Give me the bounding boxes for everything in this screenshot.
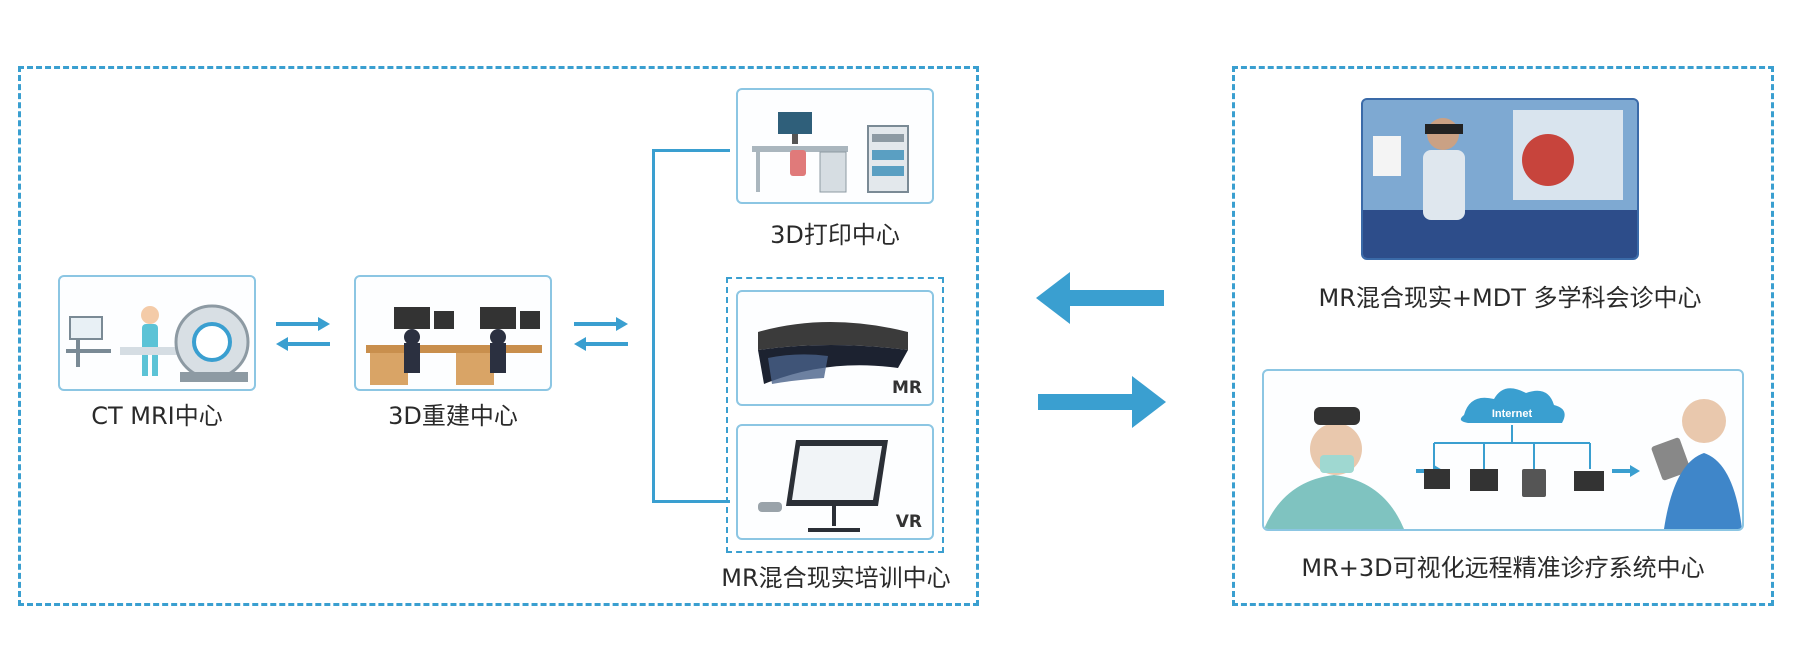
mdt-label: MR混合现实+MDT 多学科会诊中心 [1318,284,1702,312]
ct-mri-label: CT MRI中心 [91,402,223,430]
printing-card [736,88,934,204]
remote-diagnosis-label: MR+3D可视化远程精准诊疗系统中心 [1301,554,1705,582]
ct-mri-card [58,275,256,391]
vr-device-card: VR [736,424,934,540]
mr-headset-icon [758,322,908,384]
bracket-connector-top [652,149,730,152]
remote-diagnosis-illustration: Internet [1264,388,1742,529]
mdt-consultation-photo [1363,100,1637,258]
swap-arrows-icon-1 [276,317,330,351]
mr-tag: MR [891,378,922,398]
bracket-connector-bottom [652,500,730,503]
workstation-illustration [366,307,542,385]
arrow-left-icon [1036,272,1164,324]
vr-display-icon [758,440,888,532]
mr-training-frame [726,277,944,553]
ct-scanner-illustration [66,304,250,382]
reconstruction-label: 3D重建中心 [388,402,518,430]
bracket-connector-vertical [652,149,655,503]
swap-arrows-icon-2 [574,317,628,351]
printer-illustration [752,112,909,193]
printing-label: 3D打印中心 [770,221,900,249]
arrow-right-icon [1038,376,1166,428]
reconstruction-card [354,275,552,391]
mr-training-label: MR混合现实培训中心 [721,564,951,592]
mr-headset-card: MR [736,290,934,406]
remote-diagnosis-card: Internet [1262,369,1744,531]
right-group-frame [1232,66,1774,606]
left-group-frame [18,66,979,606]
mdt-photo-card [1361,98,1639,260]
vr-tag: VR [895,512,922,532]
cloud-internet-label: Internet [1492,408,1533,420]
